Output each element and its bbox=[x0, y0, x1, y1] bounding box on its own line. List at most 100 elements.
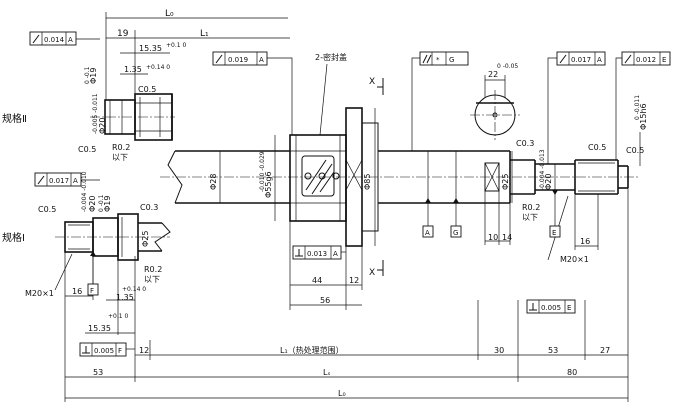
dim-53-right: 53 bbox=[548, 346, 558, 355]
dim-phi19-top-tol: 0 -0.1 bbox=[84, 66, 91, 84]
svg-text:E: E bbox=[552, 229, 556, 237]
dim-phi25-mid: Φ25 bbox=[501, 174, 510, 190]
svg-text:A: A bbox=[73, 177, 78, 185]
dim-1-35-low: 1.35 bbox=[116, 293, 134, 302]
chamfer-c05-b: C0.5 bbox=[78, 145, 96, 154]
section-x-upper: X bbox=[369, 77, 375, 87]
bottom-dimensions: 12 L₁（热处理范围） 30 53 27 53 Lₛ 80 L₀ bbox=[64, 188, 629, 402]
dim-56: 56 bbox=[320, 296, 330, 305]
svg-text:*: * bbox=[436, 56, 440, 64]
dim-22: 22 bbox=[488, 70, 498, 79]
datum-g: G bbox=[450, 198, 462, 238]
below-c: 以下 bbox=[522, 213, 538, 222]
svg-text:A: A bbox=[259, 56, 264, 64]
dim-phi20-top-tol: -0.005 -0.011 bbox=[92, 93, 99, 134]
dim-phi25-low: Φ25 bbox=[141, 231, 150, 247]
fcf-perp-f-left: 0.005 F bbox=[79, 342, 135, 357]
dim-12-nut: 12 bbox=[349, 276, 359, 285]
shaft-dimensions: Φ28 Φ55g6 -0.010 -0.029 Φ85 Φ25 C0.3 R0.… bbox=[209, 95, 648, 264]
dim-phi20-right-tol: -0.004 -0.013 bbox=[539, 149, 546, 190]
dim-phi20-right: Φ20 bbox=[544, 174, 553, 190]
dim-phi55: Φ55g6 bbox=[264, 171, 273, 198]
spec2-end bbox=[104, 93, 173, 141]
svg-text:0.012: 0.012 bbox=[636, 56, 656, 64]
svg-text:A: A bbox=[68, 36, 73, 44]
dim-phi55-tol: -0.010 -0.029 bbox=[259, 151, 266, 192]
radius-r02-a: R0.2 bbox=[112, 143, 130, 152]
dim-phi19-low: Φ19 bbox=[103, 196, 112, 212]
svg-text:A: A bbox=[333, 250, 338, 258]
chamfer-c05-a: C0.5 bbox=[138, 85, 156, 94]
dim-15-35-top-tol: +0.1 0 bbox=[166, 42, 186, 49]
fcf-runout-a-top: 0.014 A bbox=[29, 31, 100, 46]
dim-14: 14 bbox=[502, 233, 512, 242]
top-dimensions: L₀ L₁ 19 15.35 +0.1 0 1.35 +0.14 0 C0.5 … bbox=[78, 9, 290, 162]
svg-text:0.005: 0.005 bbox=[541, 304, 561, 312]
dim-Ls: Lₛ bbox=[323, 368, 330, 377]
fcf-runout-a-nut: 0.019 A bbox=[212, 51, 293, 135]
chamfer-c03-b: C0.3 bbox=[140, 203, 158, 212]
fcf-parallel-ag: * G bbox=[411, 51, 469, 151]
datum-f: F bbox=[87, 251, 99, 296]
radius-r02-c: R0.2 bbox=[522, 203, 540, 212]
dim-phi28: Φ28 bbox=[209, 174, 218, 190]
datum-a: A bbox=[422, 198, 434, 238]
dim-27: 27 bbox=[600, 346, 610, 355]
dim-10: 10 bbox=[488, 233, 498, 242]
dim-80: 80 bbox=[567, 368, 577, 377]
svg-text:0.017: 0.017 bbox=[49, 177, 69, 185]
svg-text:F: F bbox=[118, 347, 122, 355]
radius-r02-b: R0.2 bbox=[144, 265, 162, 274]
svg-text:E: E bbox=[567, 304, 571, 312]
spec2-label: 规格Ⅱ bbox=[2, 112, 27, 125]
dim-15-35-low-tol: +0.1 0 bbox=[108, 313, 128, 320]
dim-1-35-top-tol: +0.14 0 bbox=[146, 64, 170, 71]
dim-phi19-top: Φ19 bbox=[89, 68, 98, 84]
dim-phi20-low-tol: -0.004 -0.010 bbox=[81, 171, 88, 212]
section-x-lower: X bbox=[369, 268, 375, 278]
heat-range-label: L₁（热处理范围） bbox=[280, 345, 344, 355]
svg-text:F: F bbox=[90, 287, 94, 295]
spec1-end bbox=[64, 213, 171, 261]
dim-L0-top: L₀ bbox=[165, 9, 174, 19]
dim-1-35-low-tol: +0.14 0 bbox=[122, 286, 146, 293]
dim-53-left: 53 bbox=[93, 368, 103, 377]
dim-1-35-top: 1.35 bbox=[124, 65, 142, 74]
dim-15-35-low: 15.35 bbox=[88, 324, 111, 333]
svg-text:0.005: 0.005 bbox=[94, 347, 114, 355]
chamfer-c05-d: C0.5 bbox=[626, 146, 644, 155]
svg-text:A: A bbox=[425, 229, 430, 237]
svg-text:0.019: 0.019 bbox=[228, 56, 248, 64]
dim-L0-bottom: L₀ bbox=[338, 389, 346, 398]
spec1-label: 规格Ⅰ bbox=[2, 231, 25, 244]
screw-shaft bbox=[167, 150, 629, 204]
thread-m20-right: M20×1 bbox=[560, 255, 589, 264]
dim-16-left: 16 bbox=[72, 287, 82, 296]
fcf-perp-a-nut: 0.013 A bbox=[292, 245, 346, 260]
svg-text:0.017: 0.017 bbox=[571, 56, 591, 64]
spec1-dimensions: C0.5 C0.3 R0.2 以下 Φ20 -0.004 -0.010 Φ19 … bbox=[25, 171, 162, 335]
section-marks: X X bbox=[369, 77, 384, 278]
svg-text:A: A bbox=[597, 56, 602, 64]
dim-12-bottom: 12 bbox=[139, 346, 149, 355]
datum-e: E bbox=[549, 190, 561, 238]
fcf-runout-e-right: 0.012 E bbox=[615, 51, 671, 160]
svg-text:0.013: 0.013 bbox=[307, 250, 327, 258]
dim-22-tol: 0 -0.05 bbox=[497, 63, 518, 70]
dim-phi20-low: Φ20 bbox=[88, 196, 97, 212]
chamfer-c05-e: C0.5 bbox=[38, 205, 56, 214]
below-a: 以下 bbox=[112, 153, 128, 162]
nut-dimensions: 44 12 56 2-密封盖 bbox=[289, 52, 363, 310]
dim-30: 30 bbox=[494, 346, 504, 355]
dim-15-35-top: 15.35 bbox=[139, 44, 162, 53]
svg-text:E: E bbox=[662, 56, 666, 64]
svg-text:0.014: 0.014 bbox=[44, 36, 65, 44]
dim-phi85: Φ85 bbox=[363, 174, 372, 190]
fcf-runout-a-low: 0.017 A bbox=[34, 172, 100, 187]
dim-19: 19 bbox=[117, 29, 129, 39]
dim-44: 44 bbox=[312, 276, 322, 285]
dim-phi15-tol: 0 -0.011 bbox=[634, 95, 641, 120]
dim-phi20-top: Φ20 bbox=[98, 118, 107, 134]
below-b: 以下 bbox=[144, 275, 160, 284]
